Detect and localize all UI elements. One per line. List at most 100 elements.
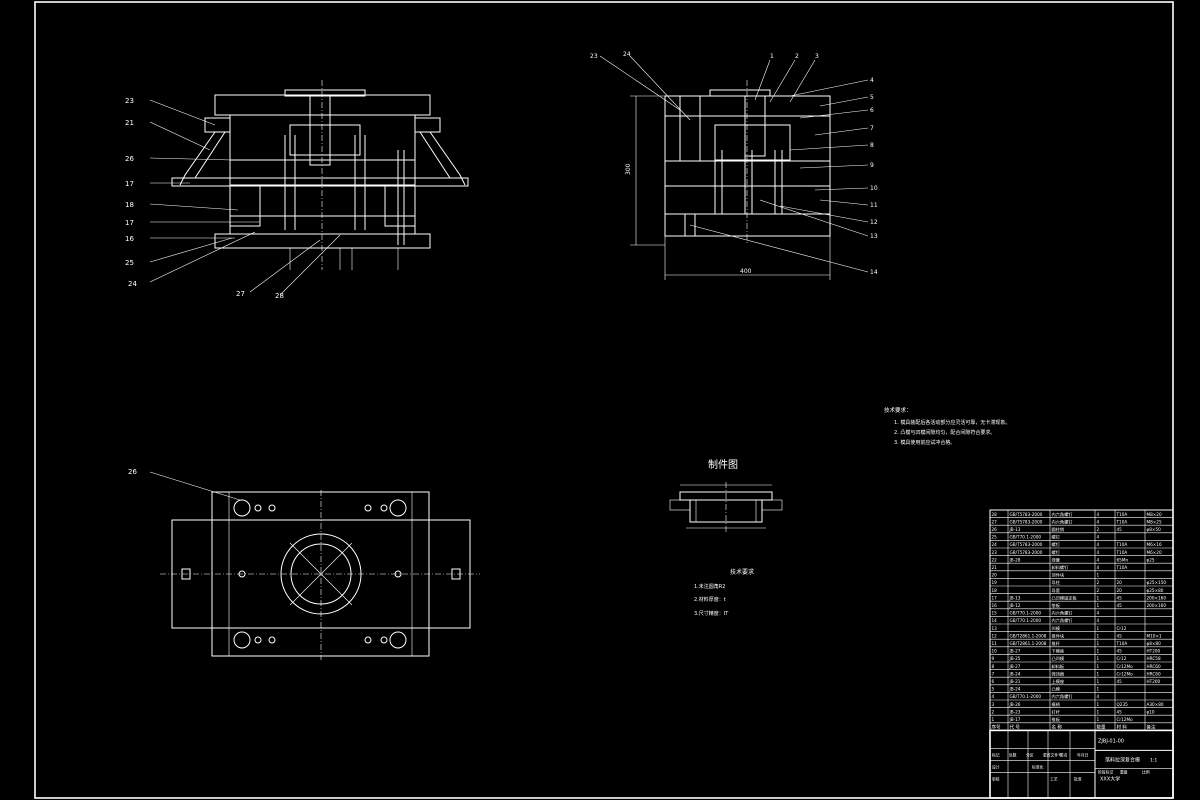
label-r6: 10 xyxy=(870,185,878,192)
label-l6: 16 xyxy=(125,235,134,243)
label-l7: 25 xyxy=(125,259,134,267)
lower-die-base xyxy=(214,233,431,249)
bom-cell: 200×160 xyxy=(1147,595,1167,600)
r-upper-plate xyxy=(664,115,831,162)
bom-cell: 1 xyxy=(1097,573,1100,578)
bom-cell: 弹簧 xyxy=(1052,556,1060,563)
bom-cell: 27 xyxy=(992,519,998,524)
bom-cell: φ10 xyxy=(1147,709,1155,714)
drawing-scale: 1:1 xyxy=(1150,757,1157,763)
bom-cell: 卸料螺钉 xyxy=(1052,564,1070,571)
r-middle-plate xyxy=(664,160,831,187)
title-mark-cell: 处数 xyxy=(1009,752,1017,757)
bom-cell: 45 xyxy=(1117,595,1123,600)
bom-cell: Cr12Mo xyxy=(1117,717,1134,722)
part-drawing: 制件图 技术要求 1.未注圆角R2 2.材料厚度：t 3.尺寸精度：IT xyxy=(669,458,783,617)
bom-cell: 45 xyxy=(1117,649,1123,654)
bom-cell: GB/T5783-2000 xyxy=(1010,519,1043,524)
label-l2: 26 xyxy=(125,155,134,163)
bom-cell: 200×160 xyxy=(1147,603,1167,608)
bom-cell: 内六角螺钉 xyxy=(1052,693,1074,700)
left-flange xyxy=(204,117,231,133)
tech-requirements: 技术要求： 1. 模具装配后各活动部分应灵活可靠，无卡滞现象。 2. 凸模与凹模… xyxy=(884,406,1010,446)
bom-cell: Cr12 xyxy=(1117,656,1127,661)
bom-cell: 卸料板 xyxy=(1052,663,1065,670)
bom-cell: 4 xyxy=(1097,694,1100,699)
bom-cell: 15 xyxy=(992,611,998,616)
bom-cell: T10A xyxy=(1116,565,1128,570)
title-stage-cell: 比例 xyxy=(1142,769,1150,774)
bom-cell: 上模座 xyxy=(1052,678,1065,685)
bom-header-cell: 序号 xyxy=(992,724,1001,731)
part-notes-heading: 技术要求 xyxy=(730,568,754,576)
right-view-labels: 23 24 1 2 3 4 5 6 7 8 9 10 11 12 13 14 4… xyxy=(590,51,878,276)
bom-cell: 顶件块 xyxy=(1052,572,1065,579)
bom-cell: 4 xyxy=(1097,535,1100,540)
bom-cell: 11 xyxy=(992,641,998,646)
bom-cell: JB-17 xyxy=(1009,717,1021,722)
label-r5: 9 xyxy=(870,162,874,169)
label-rt3: 2 xyxy=(795,53,799,60)
label-r1: 5 xyxy=(870,94,874,101)
bom-cell: Cr12Mo xyxy=(1117,671,1134,676)
bom-cell: JB-25 xyxy=(1009,656,1021,661)
bom-cell: GB/T70.1-2000 xyxy=(1010,535,1042,540)
bom-cell: 模柄 xyxy=(1052,701,1060,708)
bom-cell: GB/T2861.1-2008 xyxy=(1010,633,1047,638)
title-design-cell: 标准化 xyxy=(1032,764,1044,769)
plan-view: 26 xyxy=(128,468,480,660)
label-r4: 8 xyxy=(870,142,874,149)
bom-cell: 2 xyxy=(992,709,995,714)
bom-cell: 45 xyxy=(1117,527,1123,532)
tech-line-2: 3. 模具使用前应试冲合格。 xyxy=(894,439,955,446)
title-review-cell: 审核 xyxy=(992,776,1000,781)
bom-cell: GB/T2861.1-2008 xyxy=(1010,641,1047,646)
bom-cell: HRC60 xyxy=(1147,671,1161,676)
bom-cell: 内六角螺钉 xyxy=(1052,518,1074,525)
title-stage-cell: 阶段标记 xyxy=(1098,769,1113,774)
r-lower-base xyxy=(664,213,831,237)
middle-plate xyxy=(229,159,416,186)
bom-cell: JB-21 xyxy=(1009,679,1021,684)
bom-cell: Cr12Mo xyxy=(1117,664,1134,669)
r-cavity xyxy=(664,185,831,215)
bom-cell: 12 xyxy=(992,633,998,638)
bom-cell: 垫板 xyxy=(1052,602,1061,609)
bom-cell: 26 xyxy=(992,527,998,532)
bom-cell: 螺钉 xyxy=(1052,541,1061,548)
bom-cell: 1 xyxy=(1097,641,1100,646)
bom-cell: 21 xyxy=(992,565,998,570)
label-r0: 4 xyxy=(870,77,874,84)
bom-cell: 1 xyxy=(1097,595,1100,600)
bom-cell: M8×25 xyxy=(1147,519,1162,524)
bom-cell: 1 xyxy=(1097,717,1100,722)
punch-area xyxy=(289,124,361,156)
bom-cell: A30×80 xyxy=(1147,702,1164,707)
bom-cell: 5 xyxy=(992,687,995,692)
bom-cell: 1 xyxy=(1097,664,1100,669)
bom-cell: 导柱 xyxy=(1052,579,1061,586)
bom-cell: 14 xyxy=(992,618,998,623)
bom-cell: 凸凹模固定板 xyxy=(1052,594,1078,601)
label-l1: 21 xyxy=(125,119,134,127)
bom-cell: 凹模 xyxy=(1052,625,1061,632)
bom-cell: T10A xyxy=(1116,519,1128,524)
right-flange xyxy=(414,117,441,133)
bom-cell: 18 xyxy=(992,588,998,593)
bom-cell: Q235 xyxy=(1117,702,1129,707)
company-name: XXX大学 xyxy=(1100,775,1120,782)
plan-label: 26 xyxy=(128,468,137,476)
bom-cell: GB/T5783-2000 xyxy=(1010,512,1043,517)
bom-cell: HRC60 xyxy=(1147,664,1161,669)
bom-cell: 13 xyxy=(992,626,998,631)
bom-cell: 4 xyxy=(1097,557,1100,562)
center-rod xyxy=(309,94,331,166)
bom-header-cell: 材 料 xyxy=(1117,724,1128,731)
die-cavity xyxy=(259,185,386,217)
bom-cell: T10A xyxy=(1116,641,1128,646)
tech-title: 技术要求： xyxy=(884,406,912,414)
bom-cell: 2 xyxy=(1097,580,1100,585)
bom-cell: 4 xyxy=(1097,618,1100,623)
bom-cell: 19 xyxy=(992,580,998,585)
tech-line-1: 2. 凸模与凹模间隙均匀，配合间隙符合要求。 xyxy=(894,429,995,436)
